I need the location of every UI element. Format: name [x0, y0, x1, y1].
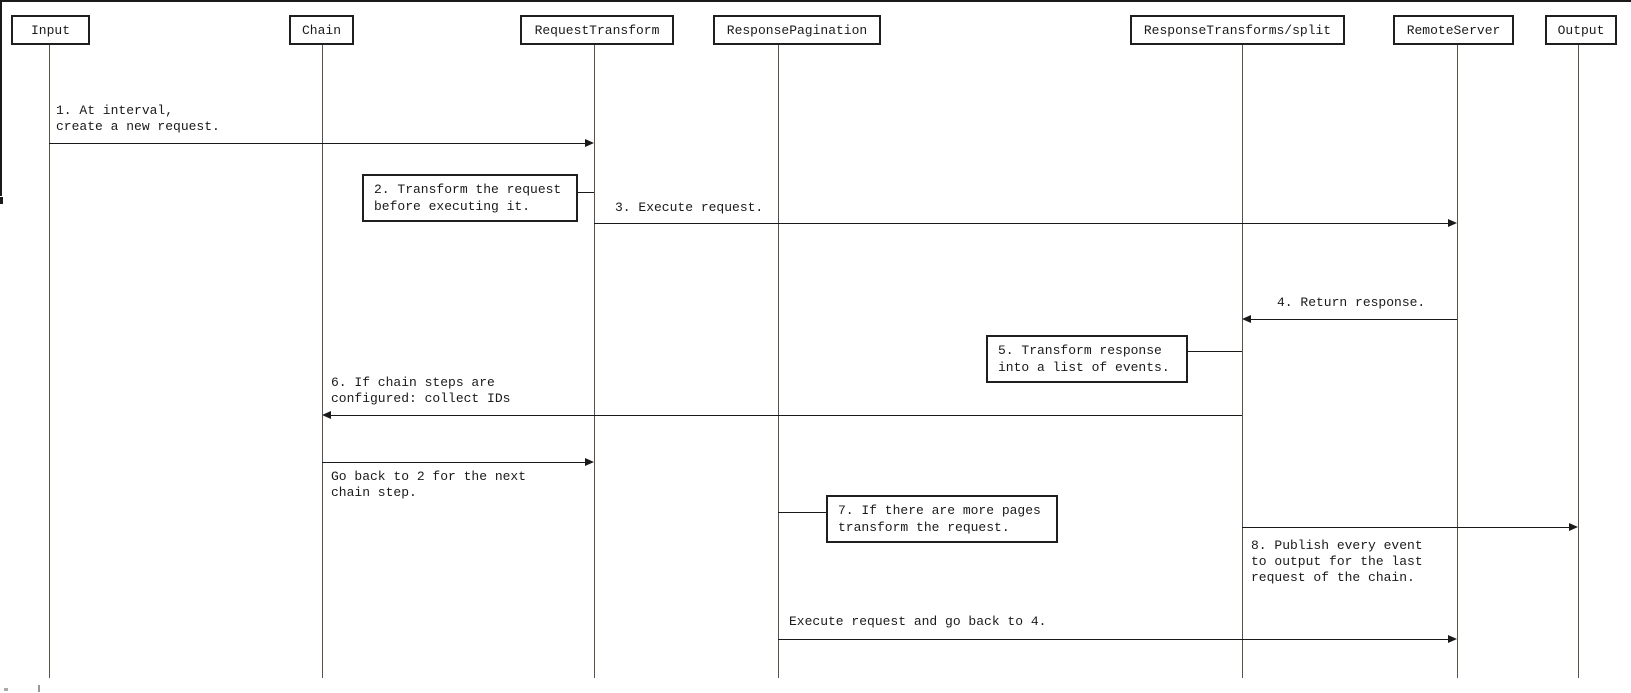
participant-response-transforms-split: ResponseTransforms/split [1130, 15, 1345, 45]
message-6-line [331, 415, 1242, 416]
message-8-arrowhead [1569, 523, 1578, 531]
bottom-left-artifact [4, 688, 8, 691]
message-3-line [594, 223, 1448, 224]
note-2-connector [578, 192, 594, 193]
message-1-arrowhead [585, 139, 594, 147]
participant-response-pagination: ResponsePagination [713, 15, 881, 45]
note-7-connector [778, 512, 826, 513]
left-edge-mark [0, 197, 3, 204]
message-3-label: 3. Execute request. [615, 200, 764, 215]
note-5: 5. Transform response into a list of eve… [986, 335, 1188, 383]
message-8-line [1242, 527, 1569, 528]
participant-request-transform: RequestTransform [520, 15, 674, 45]
message-4-arrowhead [1242, 315, 1251, 323]
lifeline-remote-server [1457, 45, 1458, 678]
lifeline-response-pagination [778, 45, 779, 678]
message-8-label: 8. Publish every event to output for the… [1251, 538, 1423, 585]
participant-input: Input [11, 15, 90, 45]
execute-again-label: Execute request and go back to 4. [789, 614, 1047, 629]
note-2: 2. Transform the request before executin… [362, 174, 578, 222]
lifeline-chain [322, 45, 323, 678]
go-back-label: Go back to 2 for the next chain step. [331, 469, 527, 500]
left-border [0, 0, 2, 196]
note-7: 7. If there are more pages transform the… [826, 495, 1058, 543]
message-4-line [1251, 319, 1457, 320]
lifeline-output [1578, 45, 1579, 678]
participant-chain: Chain [289, 15, 354, 45]
message-1-label: 1. At interval, create a new request. [56, 103, 220, 134]
go-back-line [322, 462, 586, 463]
lifeline-request-transform [594, 45, 595, 678]
message-3-arrowhead [1448, 219, 1457, 227]
participant-remote-server: RemoteServer [1393, 15, 1514, 45]
lifeline-response-transforms-split [1242, 45, 1243, 678]
top-border [0, 0, 1631, 2]
note-5-connector [1187, 351, 1242, 352]
message-1-line [49, 143, 586, 144]
bottom-left-artifact [38, 685, 40, 692]
message-6-arrowhead [322, 411, 331, 419]
execute-again-arrowhead [1448, 635, 1457, 643]
lifeline-input [49, 45, 50, 678]
message-6-label: 6. If chain steps are configured: collec… [331, 375, 511, 406]
participant-output: Output [1545, 15, 1617, 45]
execute-again-line [778, 639, 1448, 640]
message-4-label: 4. Return response. [1277, 295, 1426, 310]
go-back-arrowhead [585, 458, 594, 466]
